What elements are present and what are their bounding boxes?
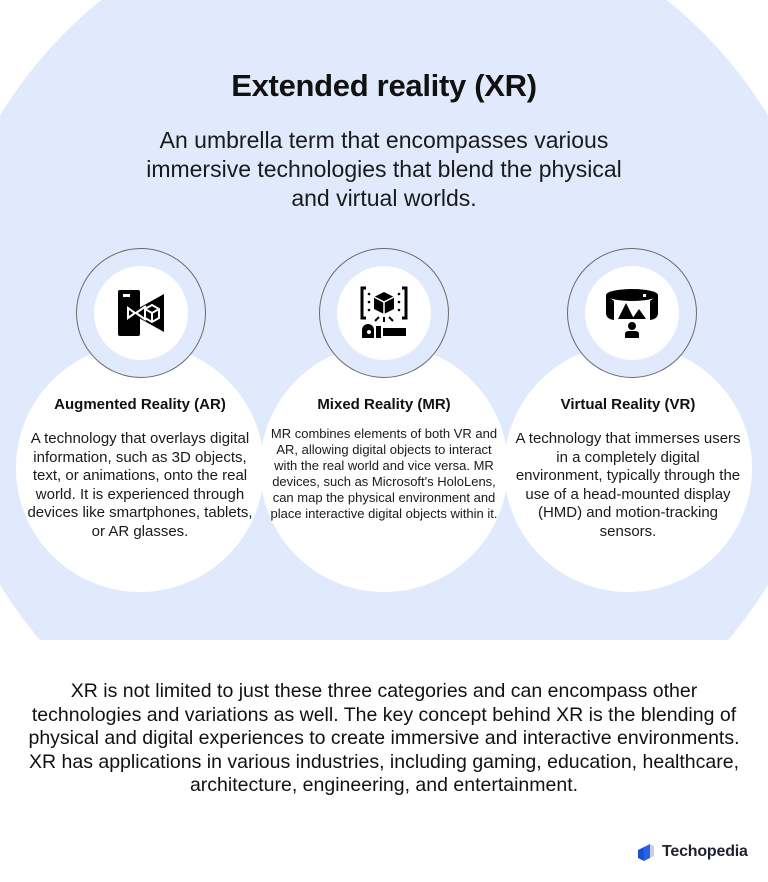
brand-name: Techopedia	[662, 843, 748, 860]
icon-badge-ar	[94, 266, 188, 360]
vr-360-person-icon	[606, 289, 658, 338]
card-vr-background	[504, 344, 752, 592]
page-title: Extended reality (XR)	[231, 68, 537, 103]
card-mr-title: Mixed Reality (MR)	[317, 396, 451, 413]
mr-hand-cube-icon	[360, 286, 408, 338]
icon-badge-vr	[585, 266, 679, 360]
techopedia-logo-icon	[638, 844, 654, 861]
card-ar: Augmented Reality (AR) A technology that…	[25, 396, 255, 541]
brand-logo: Techopedia	[636, 842, 748, 862]
icon-ring-vr	[567, 248, 697, 378]
ar-phone-cube-icon	[118, 290, 164, 336]
page-subtitle: An umbrella term that encompasses variou…	[146, 127, 622, 211]
card-ar-background	[16, 344, 264, 592]
card-mr: Mixed Reality (MR) MR combines elements …	[269, 396, 499, 522]
icon-ring-ar	[76, 248, 206, 378]
card-vr: Virtual Reality (VR) A technology that i…	[513, 396, 743, 541]
card-ar-title: Augmented Reality (AR)	[54, 396, 226, 413]
icon-badge-mr	[337, 266, 431, 360]
card-ar-description: A technology that overlays digital infor…	[27, 430, 253, 540]
summary-paragraph: XR is not limited to just these three ca…	[28, 680, 740, 796]
icon-ring-mr	[319, 248, 449, 378]
card-vr-description: A technology that immerses users in a co…	[515, 430, 741, 540]
card-vr-title: Virtual Reality (VR)	[560, 396, 696, 413]
card-mr-description: MR combines elements of both VR and AR, …	[270, 426, 498, 521]
card-mr-background	[260, 344, 508, 592]
